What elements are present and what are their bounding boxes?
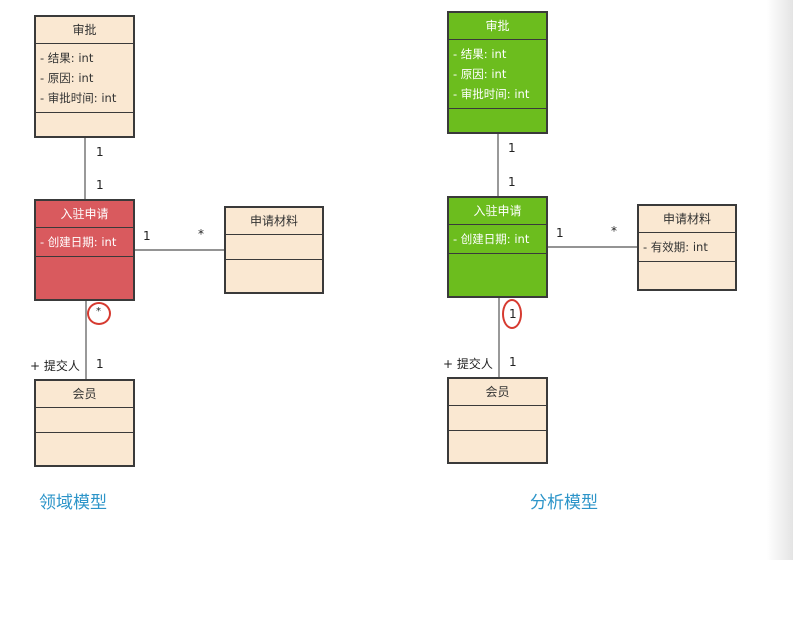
right-class-member[interactable]: 会员 xyxy=(447,377,548,464)
class-attributes: - 创建日期: int xyxy=(36,228,133,257)
right-class-approval[interactable]: 审批 - 结果: int - 原因: int - 审批时间: int xyxy=(447,11,548,134)
left-class-approval[interactable]: 审批 - 结果: int - 原因: int - 审批时间: int xyxy=(34,15,135,138)
attribute: - 结果: int xyxy=(40,51,94,65)
right-class-application-material[interactable]: 申请材料 - 有效期: int xyxy=(637,204,737,291)
left-class-entry-application[interactable]: 入驻申请 - 创建日期: int xyxy=(34,199,135,301)
right-multiplicity-entry-right: 1 xyxy=(556,226,564,240)
class-attributes xyxy=(36,408,133,433)
right-multiplicity-entry-top: 1 xyxy=(508,175,516,189)
attribute: - 创建日期: int xyxy=(40,235,117,249)
attribute: - 有效期: int xyxy=(643,240,708,254)
class-name: 会员 xyxy=(449,379,546,406)
left-class-member[interactable]: 会员 xyxy=(34,379,135,467)
class-name: 审批 xyxy=(36,17,133,44)
class-name: 入驻申请 xyxy=(449,198,546,225)
class-attributes: - 结果: int - 原因: int - 审批时间: int xyxy=(449,40,546,109)
left-multiplicity-entry-top: 1 xyxy=(96,178,104,192)
class-attributes: - 结果: int - 原因: int - 审批时间: int xyxy=(36,44,133,113)
left-role-submitter: + 提交人 xyxy=(30,359,80,373)
attribute: - 原因: int xyxy=(40,71,94,85)
left-class-application-material[interactable]: 申请材料 xyxy=(224,206,324,294)
attribute: - 审批时间: int xyxy=(453,87,530,101)
class-name: 申请材料 xyxy=(226,208,322,235)
class-name: 入驻申请 xyxy=(36,201,133,228)
class-name: 会员 xyxy=(36,381,133,408)
class-attributes: - 创建日期: int xyxy=(449,225,546,254)
left-multiplicity-entry-right: 1 xyxy=(143,229,151,243)
right-multiplicity-member: 1 xyxy=(509,355,517,369)
left-multiplicity-approval: 1 xyxy=(96,145,104,159)
right-multiplicity-approval: 1 xyxy=(508,141,516,155)
left-multiplicity-material: * xyxy=(198,227,204,241)
attribute: - 创建日期: int xyxy=(453,232,530,246)
attribute: - 原因: int xyxy=(453,67,507,81)
left-multiplicity-member: 1 xyxy=(96,357,104,371)
right-annotation-circle xyxy=(502,299,522,329)
right-multiplicity-material: * xyxy=(611,224,617,238)
class-name: 申请材料 xyxy=(639,206,735,233)
right-class-entry-application[interactable]: 入驻申请 - 创建日期: int xyxy=(447,196,548,298)
class-attributes xyxy=(449,406,546,431)
left-caption: 领域模型 xyxy=(39,493,107,513)
class-attributes: - 有效期: int xyxy=(639,233,735,262)
left-annotation-circle xyxy=(87,302,111,325)
right-caption: 分析模型 xyxy=(530,493,598,513)
page-edge-shadow xyxy=(767,0,793,560)
class-name: 审批 xyxy=(449,13,546,40)
attribute: - 结果: int xyxy=(453,47,507,61)
attribute: - 审批时间: int xyxy=(40,91,117,105)
right-role-submitter: + 提交人 xyxy=(443,357,493,371)
class-attributes xyxy=(226,235,322,260)
